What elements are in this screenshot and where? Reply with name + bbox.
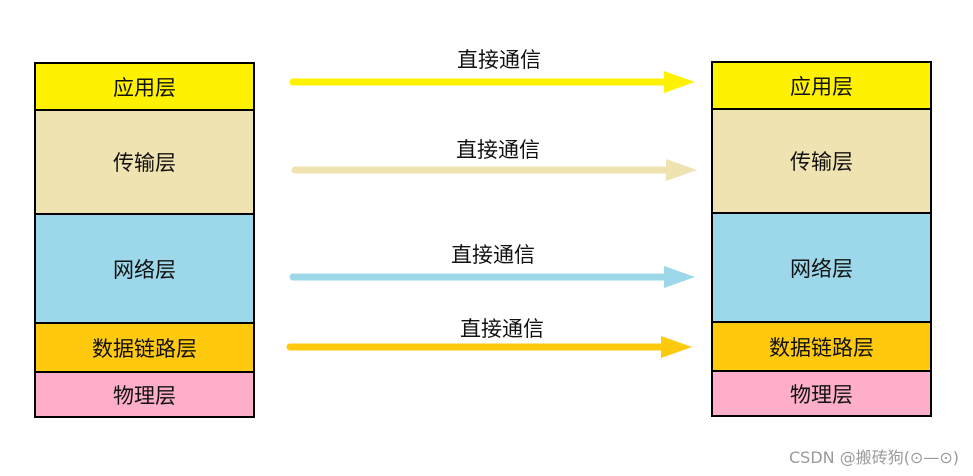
right-protocol-stack: 应用层 传输层 网络层 数据链路层 物理层 bbox=[711, 61, 932, 417]
arrow-label-transport: 直接通信 bbox=[456, 138, 540, 162]
right-network-layer: 网络层 bbox=[713, 214, 930, 321]
arrow-head bbox=[664, 266, 695, 288]
arrow-label-application: 直接通信 bbox=[457, 48, 541, 72]
arrow-label-data-link: 直接通信 bbox=[460, 317, 544, 341]
arrow-label-network: 直接通信 bbox=[451, 243, 535, 267]
arrow-data-link bbox=[286, 336, 692, 358]
left-separator bbox=[36, 109, 253, 111]
left-separator bbox=[36, 322, 253, 324]
left-protocol-stack: 应用层 传输层 网络层 数据链路层 物理层 bbox=[34, 62, 255, 418]
right-physical-layer: 物理层 bbox=[713, 372, 930, 415]
arrow-application bbox=[289, 71, 695, 93]
arrow-network bbox=[289, 266, 695, 288]
left-application-layer: 应用层 bbox=[36, 64, 253, 109]
left-data-link-layer: 数据链路层 bbox=[36, 324, 253, 371]
left-network-layer: 网络层 bbox=[36, 215, 253, 322]
right-separator bbox=[713, 212, 930, 214]
left-separator bbox=[36, 213, 253, 215]
right-application-layer: 应用层 bbox=[713, 63, 930, 108]
left-physical-layer: 物理层 bbox=[36, 373, 253, 416]
watermark: CSDN @搬砖狗(⊙—⊙) bbox=[788, 448, 959, 467]
right-data-link-layer: 数据链路层 bbox=[713, 323, 930, 370]
arrow-head bbox=[664, 71, 695, 93]
right-separator bbox=[713, 321, 930, 323]
left-transport-layer: 传输层 bbox=[36, 111, 253, 213]
left-separator bbox=[36, 371, 253, 373]
right-transport-layer: 传输层 bbox=[713, 110, 930, 212]
arrow-head bbox=[666, 159, 697, 181]
arrow-head bbox=[661, 336, 692, 358]
right-separator bbox=[713, 370, 930, 372]
arrow-transport bbox=[291, 159, 697, 181]
right-separator bbox=[713, 108, 930, 110]
